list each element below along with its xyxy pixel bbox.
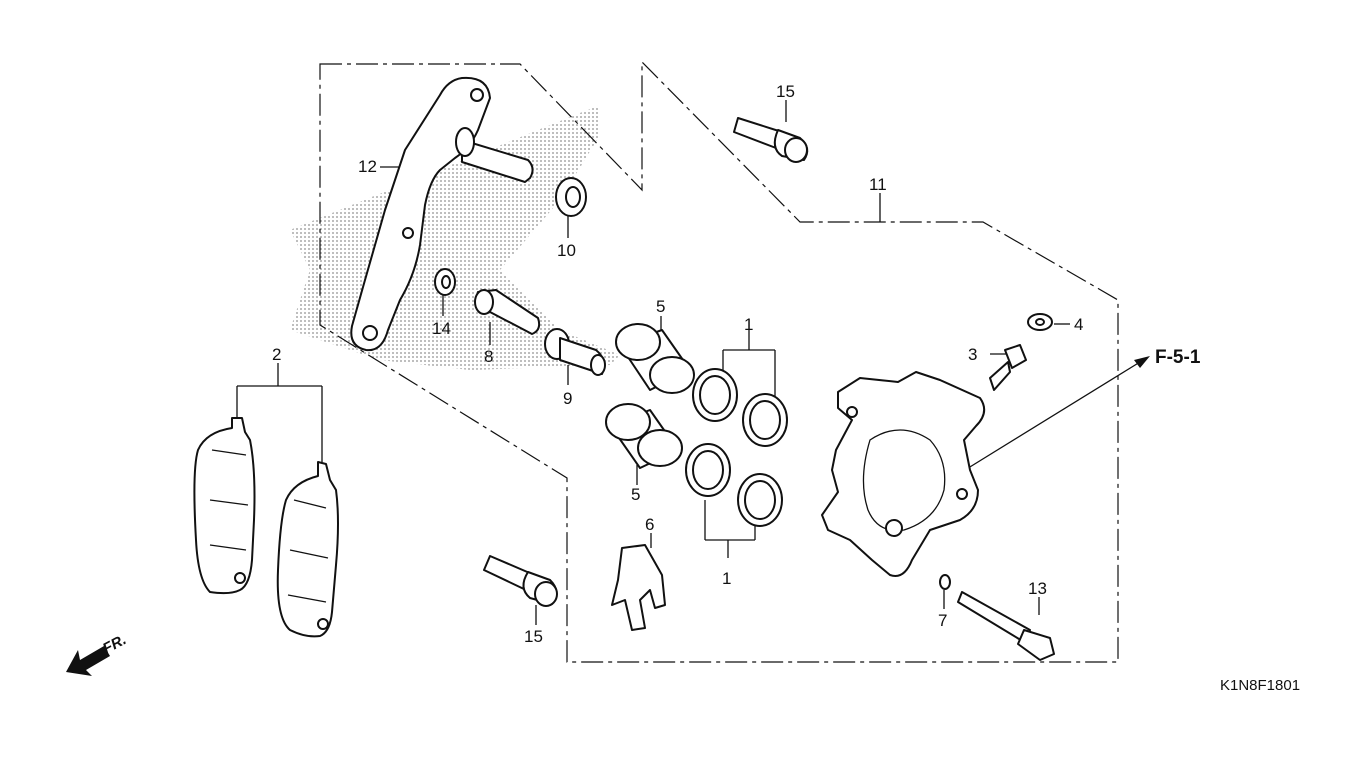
pin-bolt-part-9[interactable] [544, 328, 606, 376]
label-part-5-bottom: 5 [631, 485, 640, 504]
bolt-part-15-bottom[interactable] [483, 555, 558, 607]
boot-part-14[interactable] [434, 268, 456, 296]
label-part-12: 12 [358, 157, 377, 176]
label-part-8: 8 [484, 347, 493, 366]
reference-label[interactable]: F-5-1 [1155, 347, 1201, 368]
label-part-14: 14 [432, 319, 451, 338]
pad-spring-part-6[interactable] [611, 544, 666, 631]
leader-lines [236, 100, 1150, 625]
slide-pin-part-13[interactable] [957, 591, 1055, 661]
bleeder-cap-part-4[interactable] [1027, 313, 1053, 331]
brake-pad-part-2-front[interactable] [193, 417, 256, 595]
piston-part-5-top[interactable] [615, 323, 695, 394]
label-part-1-bottom: 1 [722, 569, 731, 588]
label-part-1-top: 1 [744, 315, 753, 334]
label-part-2: 2 [272, 345, 281, 364]
label-part-9: 9 [563, 389, 572, 408]
caliper-body-part-11[interactable] [821, 371, 986, 577]
bolt-part-15-top[interactable] [733, 117, 809, 163]
bleeder-screw-part-3[interactable] [989, 344, 1027, 391]
label-part-13: 13 [1028, 579, 1047, 598]
seal-set-part-1-bottom[interactable] [685, 443, 783, 527]
brake-pad-part-2-rear[interactable] [276, 461, 339, 638]
front-direction-arrow-icon [66, 646, 110, 676]
label-part-6: 6 [645, 515, 654, 534]
label-part-3: 3 [968, 345, 977, 364]
piston-part-5-bottom[interactable] [605, 403, 683, 469]
label-part-7: 7 [938, 611, 947, 630]
drawing-code: K1N8F1801 [1220, 677, 1300, 694]
label-part-15-bottom: 15 [524, 627, 543, 646]
washer-part-7[interactable] [939, 574, 951, 590]
label-part-5-top: 5 [656, 297, 665, 316]
label-part-15-top: 15 [776, 82, 795, 101]
pin-part-8[interactable] [474, 289, 541, 335]
label-part-10: 10 [557, 241, 576, 260]
label-part-4: 4 [1074, 315, 1083, 334]
label-part-11: 11 [869, 175, 887, 194]
seal-set-part-1-top[interactable] [692, 368, 788, 447]
caliper-bracket-part-12[interactable] [350, 76, 534, 352]
assembly-outline-bracket [319, 60, 1119, 663]
boot-part-10[interactable] [555, 177, 587, 217]
